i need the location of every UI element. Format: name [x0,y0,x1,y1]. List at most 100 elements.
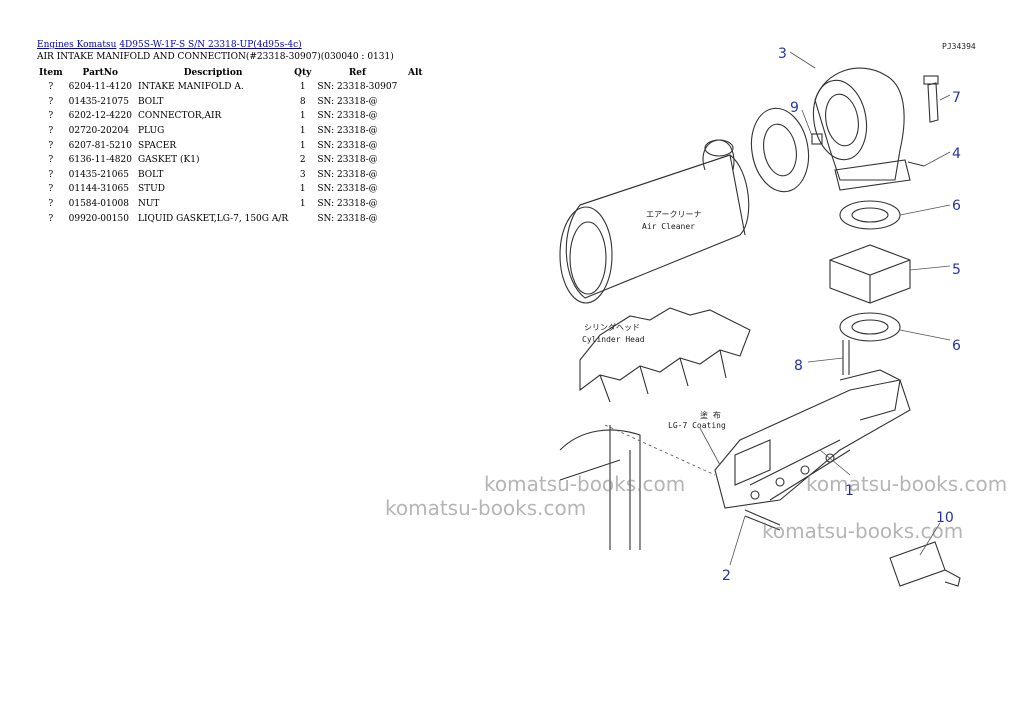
header-alt: Alt [408,68,423,78]
cell-item: ? [48,126,54,137]
table-row: ? 01144-31065 STUD 1 SN: 23318-@ [36,182,430,197]
cell-item: ? [48,96,54,107]
cell-alt [400,197,430,212]
table-row: ? 02720-20204 PLUG 1 SN: 23318-@ [36,124,430,139]
cell-ref: SN: 23318-@ [317,111,378,122]
cell-item: ? [48,155,54,166]
breadcrumb-link-engines[interactable]: Engines Komatsu [37,40,117,50]
label-air-cleaner: Air Cleaner [642,222,695,231]
cell-partno: 6207-81-5210 [68,140,132,151]
header-description: Description [183,68,243,78]
connector-drawing [812,67,911,191]
label-cylinder-head-jp: シリンダヘッド [584,322,640,332]
label-air-cleaner-jp: エアークリーナ [646,210,702,219]
callout-7: 7 [952,90,961,106]
callout-6-lower: 6 [952,338,961,354]
cell-qty: 1 [299,140,306,151]
parts-table: Item PartNo Description Qty Ref Alt ? 620… [36,66,430,226]
cell-qty: 1 [299,199,306,210]
table-header-row: Item PartNo Description Qty Ref Alt [36,66,430,80]
cell-partno: 6204-11-4120 [68,82,132,93]
cell-item: ? [48,199,54,210]
header-ref: Ref [348,68,366,78]
table-row: ? 6204-11-4120 INTAKE MANIFOLD A. 1 SN: 2331… [36,80,430,95]
callout-1: 1 [845,483,854,499]
callout-9: 9 [790,100,799,116]
table-row: ? 01435-21065 BOLT 3 SN: 23318-@ [36,168,430,183]
cell-description: BOLT [137,96,164,107]
cell-description: SPACER [137,140,177,151]
diagram-code: PJ34394 [942,42,976,51]
header-qty: Qty [294,68,312,78]
table-row: ? 6207-81-5210 SPACER 1 SN: 23318-@ [36,138,430,153]
cell-alt [400,80,430,95]
cell-partno: 6136-11-4820 [68,155,132,166]
table-row: ? 6136-11-4820 GASKET (K1) 2 SN: 23318-@ [36,153,430,168]
breadcrumb-link-model[interactable]: 4D95S-W-1F-S S/N 23318-UP(4d95s-4c) [119,40,302,50]
callout-6-upper: 6 [952,198,961,214]
cell-item: ? [48,111,54,122]
cell-alt [400,182,430,197]
cell-qty: 1 [299,126,306,137]
cell-item: ? [48,169,54,180]
cell-qty: 1 [299,184,306,195]
callout-8: 8 [794,358,803,374]
cell-ref: SN: 23318-@ [317,155,378,166]
cell-item: ? [48,82,54,93]
callout-5: 5 [952,262,961,278]
cell-partno: 02720-20204 [68,126,129,137]
cell-ref: SN: 23318-@ [317,126,378,137]
label-coating-jp: 塗 布 [700,410,721,420]
cell-ref: SN: 23318-@ [317,184,378,195]
cell-qty: 3 [299,169,306,180]
cell-partno: 01435-21065 [68,169,129,180]
cell-description: INTAKE MANIFOLD A. [137,82,244,93]
table-row: ? 01584-01008 NUT 1 SN: 23318-@ [36,197,430,212]
cell-item: ? [48,140,54,151]
cell-ref: SN: 23318-30907 [317,82,398,93]
watermark: komatsu-books.com [385,496,587,520]
cell-partno: 01435-21075 [68,96,129,107]
cell-alt [400,138,430,153]
cell-partno: 6202-12-4220 [68,111,132,122]
cell-qty: 8 [299,96,306,107]
cell-description: NUT [137,199,160,210]
cell-qty [291,211,314,226]
cell-ref: SN: 23318-@ [317,140,378,151]
watermark: komatsu-books.com [484,472,686,496]
cell-ref: SN: 23318-@ [317,199,378,210]
cell-item: ? [48,213,54,224]
table-row: ? 01435-21075 BOLT 8 SN: 23318-@ [36,95,430,110]
page-title: AIR INTAKE MANIFOLD AND CONNECTION(#2331… [37,52,394,62]
cell-alt [400,153,430,168]
label-cylinder-head: Cylinder Head [582,335,645,344]
cell-qty: 1 [299,111,306,122]
cell-partno: 01584-01008 [68,199,129,210]
cell-description: PLUG [137,126,165,137]
watermark: komatsu-books.com [762,519,964,543]
cell-partno: 01144-31065 [68,184,129,195]
header-partno: PartNo [82,68,119,78]
cell-qty: 1 [299,82,306,93]
cell-alt [400,109,430,124]
cell-description: LIQUID GASKET,LG-7, 150G A/R [137,213,289,224]
cell-item: ? [48,184,54,195]
cell-ref: SN: 23318-@ [317,96,378,107]
callout-3: 3 [778,46,787,62]
callout-10: 10 [936,510,954,526]
parts-diagram: PJ34394 エアークリーナ Air Cleaner シリンダヘッド Cyli… [559,42,976,587]
callout-4: 4 [952,146,961,162]
cell-alt [400,95,430,110]
cell-alt [400,124,430,139]
cell-qty: 2 [299,155,306,166]
cell-description: BOLT [137,169,164,180]
intake-manifold-drawing [714,369,911,509]
cell-ref: SN: 23318-@ [317,169,378,180]
cylinder-head-drawing [559,307,751,550]
cell-description: STUD [137,184,165,195]
cell-description: GASKET (K1) [137,155,200,166]
breadcrumb: Engines Komatsu 4D95S-W-1F-S S/N 23318-U… [37,40,302,50]
header-item: Item [39,68,63,78]
cell-alt [400,168,430,183]
